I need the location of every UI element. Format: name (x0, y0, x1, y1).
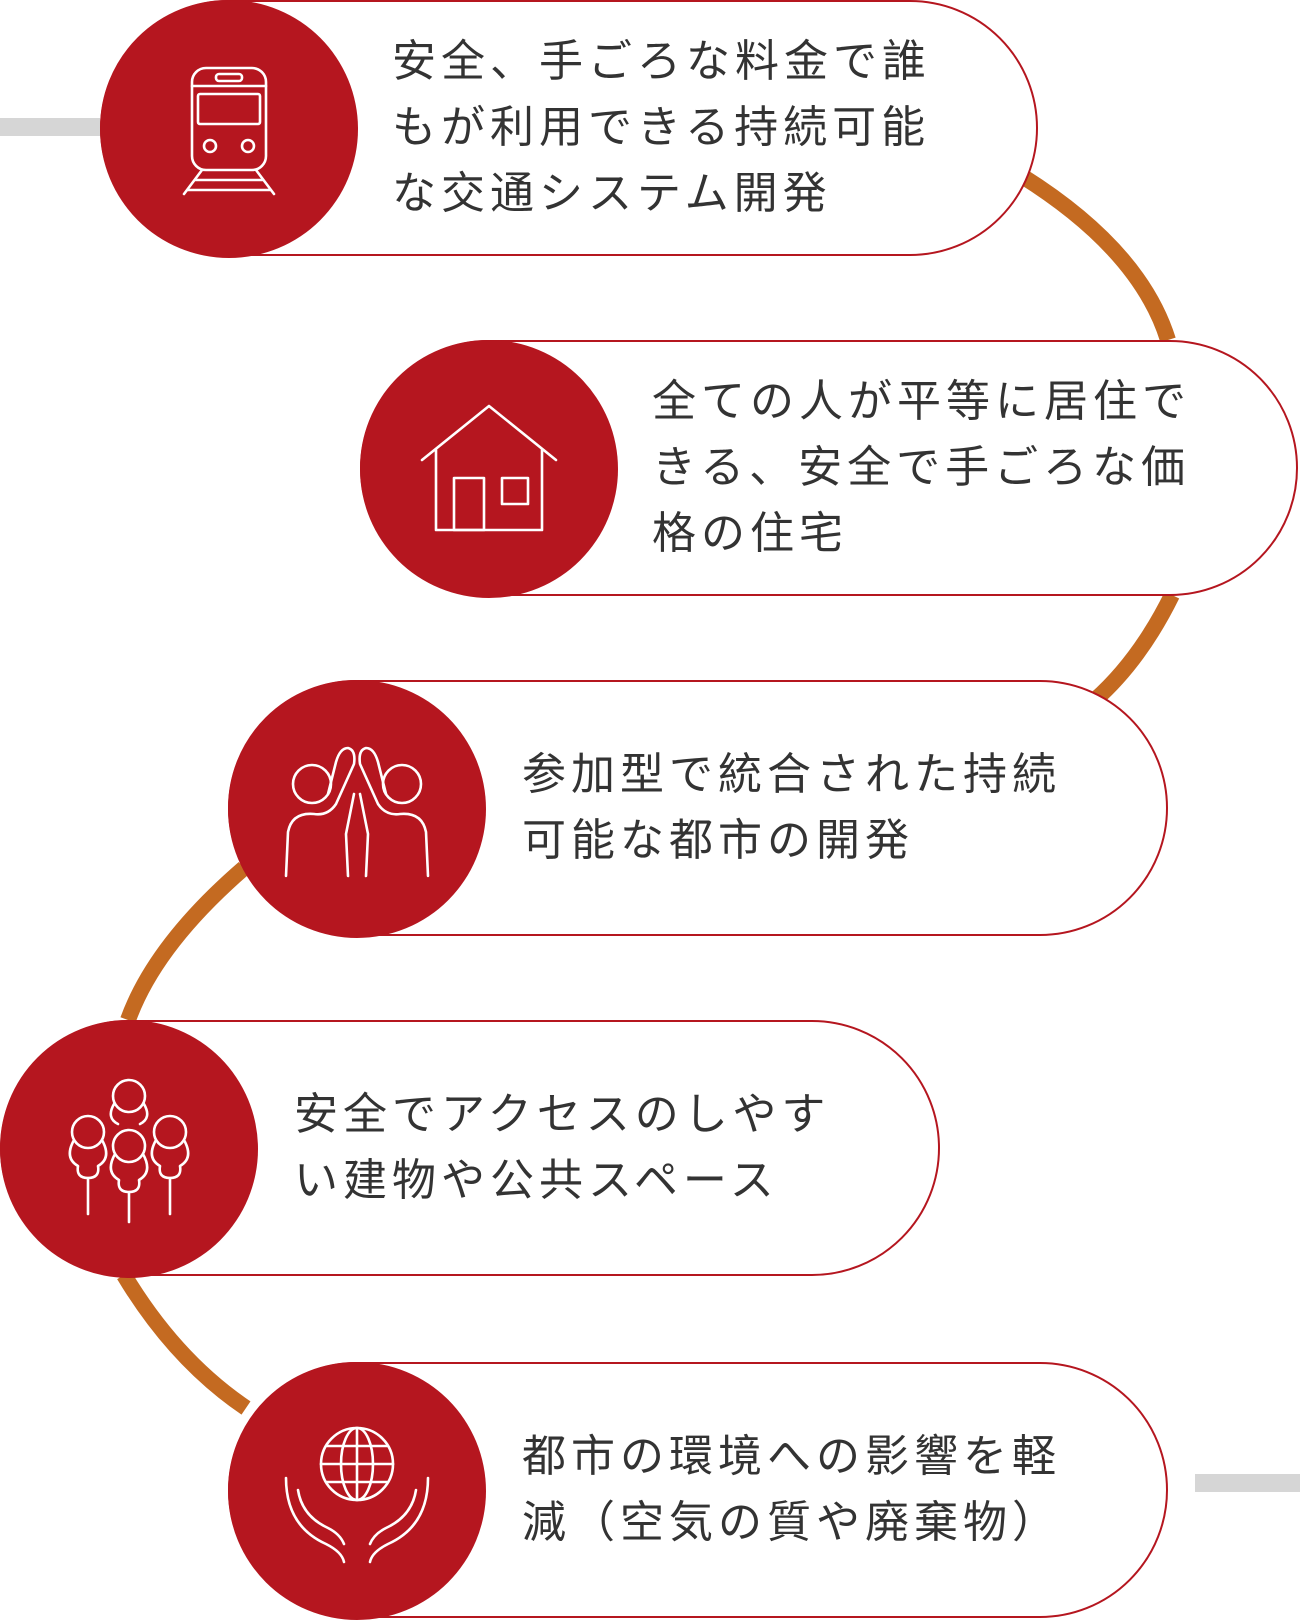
step-2-text: 全ての人が平等に居住で きる、安全で手ごろな価 格の住宅 (652, 340, 1272, 596)
globe-in-hands-icon (284, 1426, 430, 1564)
connector-arc-3 (120, 861, 250, 1023)
step-5-text: 都市の環境への影響を軽 減（空気の質や廃棄物） (522, 1362, 1122, 1618)
end-stub (1195, 1474, 1300, 1492)
step-1-line-3: な交通システム開発 (392, 168, 832, 219)
step-2-line-3: 格の住宅 (652, 508, 848, 559)
train-icon (182, 66, 276, 196)
step-3-badge (228, 680, 486, 938)
step-4-badge (0, 1020, 258, 1278)
step-5-badge (228, 1362, 486, 1620)
step-3-text: 参加型で統合された持続 可能な都市の開発 (522, 680, 1122, 936)
step-4-text: 安全でアクセスのしやす い建物や公共スペース (294, 1020, 894, 1276)
connector-arc-2 (1089, 591, 1180, 706)
step-5-line-2: 減（空気の質や廃棄物） (522, 1497, 1061, 1548)
step-1-text: 安全、手ごろな料金で誰 もが利用できる持続可能 な交通システム開発 (392, 0, 992, 256)
step-1-line-2: もが利用できる持続可能 (392, 102, 931, 153)
connector-arc-1 (1017, 169, 1176, 343)
step-4-line-2: い建物や公共スペース (294, 1155, 779, 1206)
step-4-line-1: 安全でアクセスのしやす (294, 1089, 831, 1140)
trees-icon (68, 1078, 190, 1224)
step-5-line-1: 都市の環境への影響を軽 (522, 1431, 1061, 1482)
step-2-badge (360, 340, 618, 598)
house-icon (420, 404, 558, 532)
connector-arc-4 (117, 1270, 251, 1415)
step-3-line-1: 参加型で統合された持続 (522, 749, 1061, 800)
step-1-badge (100, 0, 358, 258)
step-3-line-2: 可能な都市の開発 (522, 815, 914, 866)
step-2-line-1: 全ての人が平等に居住で (652, 376, 1191, 427)
high-five-icon (284, 746, 430, 878)
step-1-line-1: 安全、手ごろな料金で誰 (392, 36, 931, 87)
start-stub (0, 118, 100, 136)
step-2-line-2: きる、安全で手ごろな価 (652, 442, 1191, 493)
